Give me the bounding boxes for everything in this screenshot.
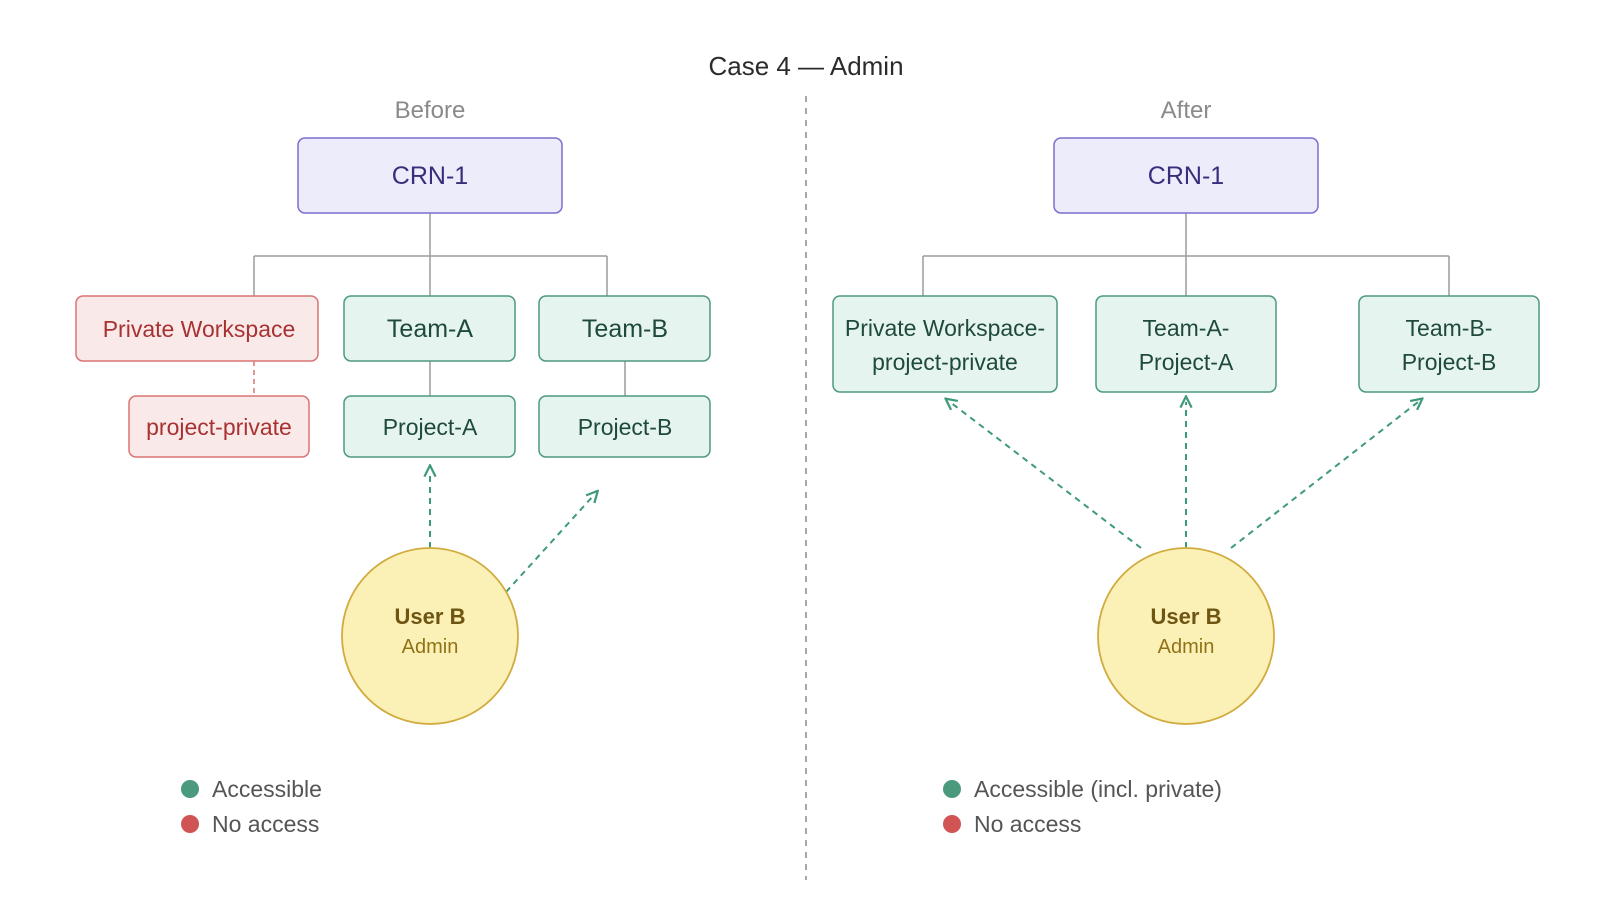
arrow-to-project-b [505, 495, 594, 593]
user-role: Admin [1158, 636, 1215, 658]
node-label-line-1: Team-A- [1143, 315, 1230, 341]
user-name: User B [395, 604, 466, 629]
node-label: CRN-1 [1148, 162, 1224, 190]
arrow-to-private-workspace [950, 402, 1142, 549]
tree-connectors [253, 213, 626, 396]
node-label-line-1: Team-B- [1406, 315, 1493, 341]
node-label: Team-A [387, 315, 473, 343]
node-project-b: Project-B [538, 395, 711, 458]
legend-label: No access [212, 811, 319, 837]
node-label: CRN-1 [392, 162, 468, 190]
legend-dot-accessible [943, 780, 961, 798]
node-label: Team-B [582, 315, 668, 343]
user-role: Admin [402, 636, 459, 658]
node-team-b-project-b: Team-B- Project-B [1358, 295, 1540, 393]
node-label: project-private [146, 414, 292, 440]
root-node-crn-1: CRN-1 [297, 137, 563, 214]
user-node: User B Admin [341, 547, 519, 725]
node-label-line-1: Private Workspace- [845, 315, 1045, 341]
diagram-title: Case 4 — Admin [708, 51, 903, 81]
legend: Accessible No access [181, 776, 322, 837]
arrow-to-team-b [1230, 402, 1418, 549]
legend-dot-no-access [181, 815, 199, 833]
node-label: Project-A [383, 414, 478, 440]
panel-heading: After [1161, 97, 1212, 124]
panel-heading: Before [395, 97, 466, 124]
node-private-workspace: Private Workspace [75, 295, 319, 362]
user-node: User B Admin [1097, 547, 1275, 725]
node-label-line-2: Project-A [1139, 349, 1234, 375]
root-node-crn-1: CRN-1 [1053, 137, 1319, 214]
legend: Accessible (incl. private) No access [943, 776, 1222, 837]
tree-connectors [922, 213, 1450, 296]
node-private-workspace-project-private: Private Workspace- project-private [832, 295, 1058, 393]
legend-label: Accessible (incl. private) [974, 776, 1222, 802]
node-label: Project-B [578, 414, 673, 440]
user-name: User B [1151, 604, 1222, 629]
node-project-private: project-private [128, 395, 310, 458]
node-team-b: Team-B [538, 295, 711, 362]
node-label: Private Workspace [103, 316, 296, 342]
node-project-a: Project-A [343, 395, 516, 458]
node-label-line-2: project-private [872, 349, 1018, 375]
node-team-a-project-a: Team-A- Project-A [1095, 295, 1277, 393]
access-arrows [430, 471, 594, 593]
node-label-line-2: Project-B [1402, 349, 1497, 375]
panel-after: After CRN-1 Private Workspace- project-p… [832, 97, 1540, 837]
node-team-a: Team-A [343, 295, 516, 362]
legend-label: No access [974, 811, 1081, 837]
legend-dot-accessible [181, 780, 199, 798]
access-arrows [950, 402, 1418, 549]
legend-dot-no-access [943, 815, 961, 833]
panel-before: Before CRN-1 Private Workspace project-p… [75, 97, 711, 837]
legend-label: Accessible [212, 776, 322, 802]
